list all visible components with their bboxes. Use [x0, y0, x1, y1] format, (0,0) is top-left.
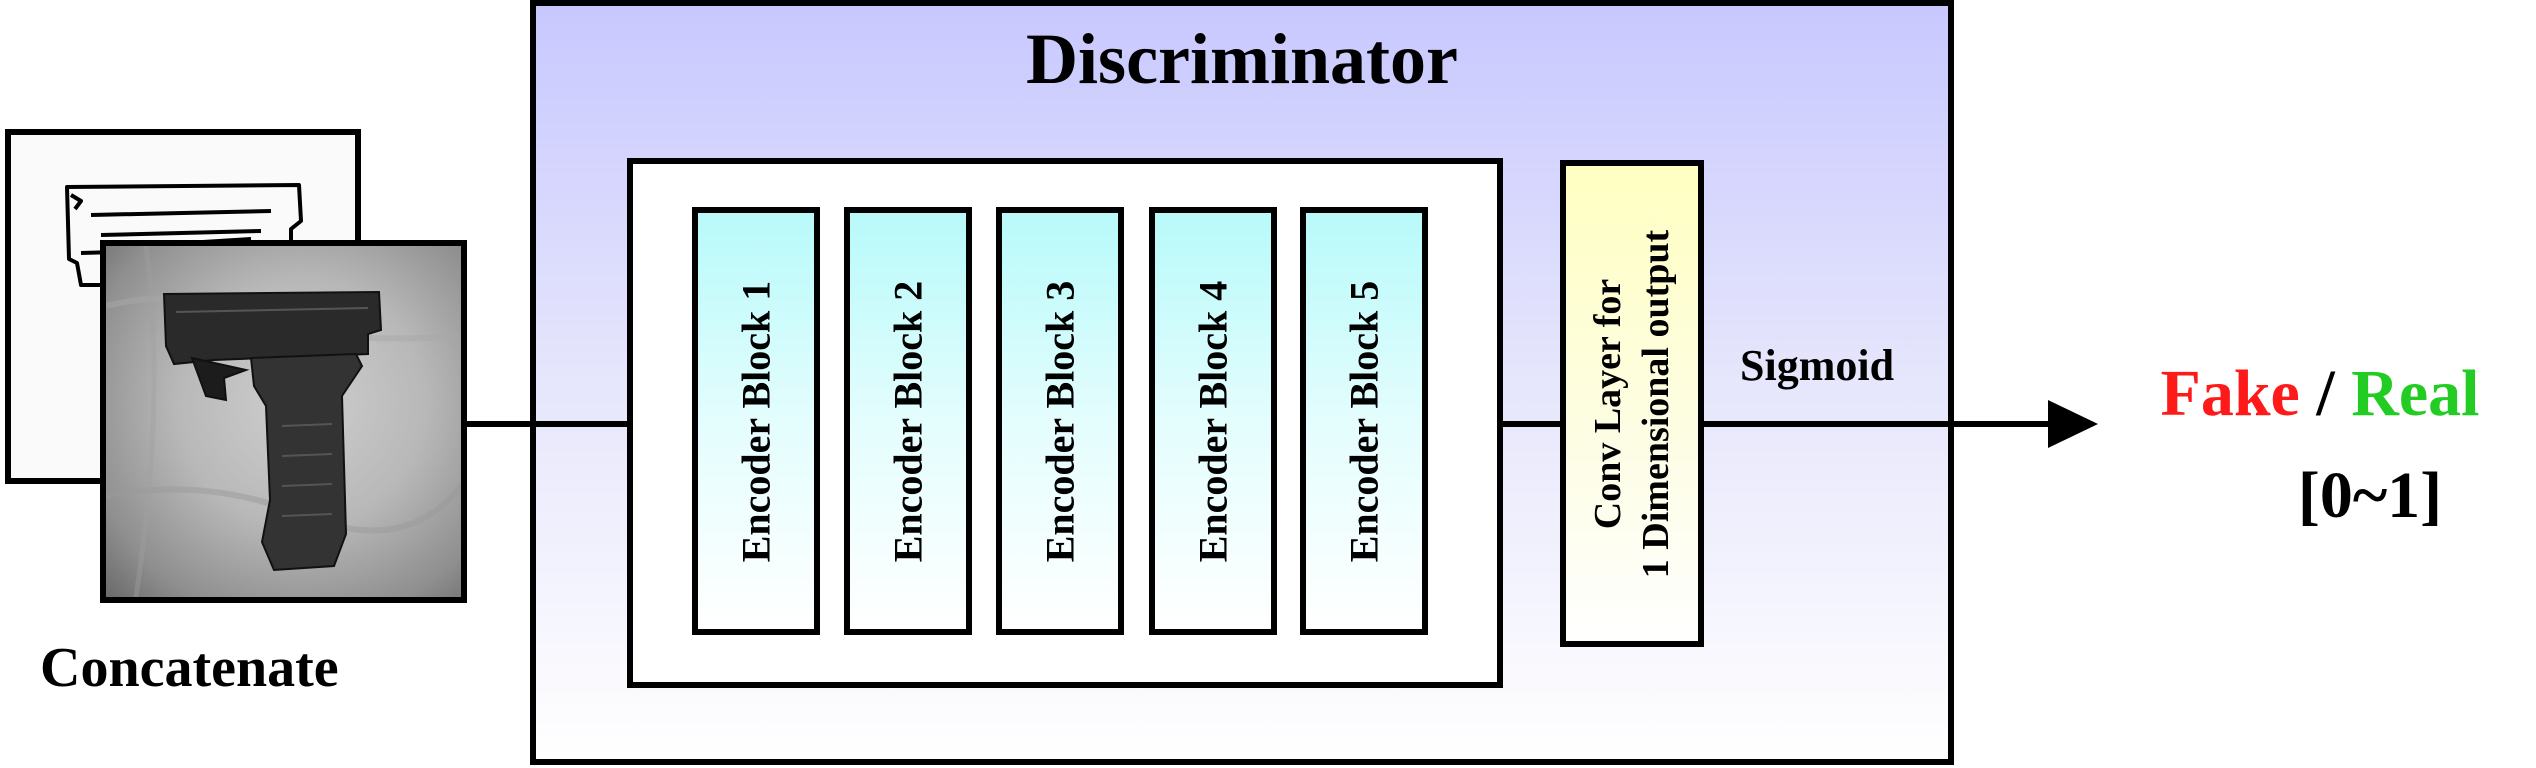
- discriminator-title: Discriminator: [1026, 19, 1458, 99]
- real-label: Real: [2351, 357, 2480, 430]
- conv-layer-text: Conv Layer for 1 Dimensional output: [1584, 229, 1680, 577]
- conv-layer-line2: 1 Dimensional output: [1635, 229, 1677, 578]
- output-range: [0~1]: [2297, 459, 2443, 532]
- encoder-block-label: Encoder Block 5: [1341, 280, 1387, 562]
- encoder-block-label: Encoder Block 1: [733, 280, 779, 562]
- output-classes: Fake / Real: [1960, 356, 2536, 432]
- sigmoid-label: Sigmoid: [1740, 341, 1895, 390]
- encoder-block-5: Encoder Block 5: [1300, 207, 1428, 635]
- concatenate-label: Concatenate: [40, 637, 339, 699]
- output-separator: /: [2316, 357, 2335, 430]
- encoder-block-label: Encoder Block 3: [1037, 280, 1083, 562]
- encoder-block-2: Encoder Block 2: [844, 207, 972, 635]
- encoder-block-4: Encoder Block 4: [1149, 207, 1277, 635]
- output-arrow-icon: [2048, 400, 2098, 448]
- pistol-photo-icon: [106, 246, 461, 597]
- fake-label: Fake: [2160, 357, 2300, 430]
- encoder-block-1: Encoder Block 1: [692, 207, 820, 635]
- photo-input-image: [100, 240, 467, 603]
- encoder-block-label: Encoder Block 2: [885, 280, 931, 562]
- conv-layer-line1: Conv Layer for: [1587, 278, 1629, 529]
- conv-layer-block: Conv Layer for 1 Dimensional output: [1560, 160, 1704, 647]
- encoder-block-3: Encoder Block 3: [996, 207, 1124, 635]
- encoder-block-label: Encoder Block 4: [1190, 280, 1236, 562]
